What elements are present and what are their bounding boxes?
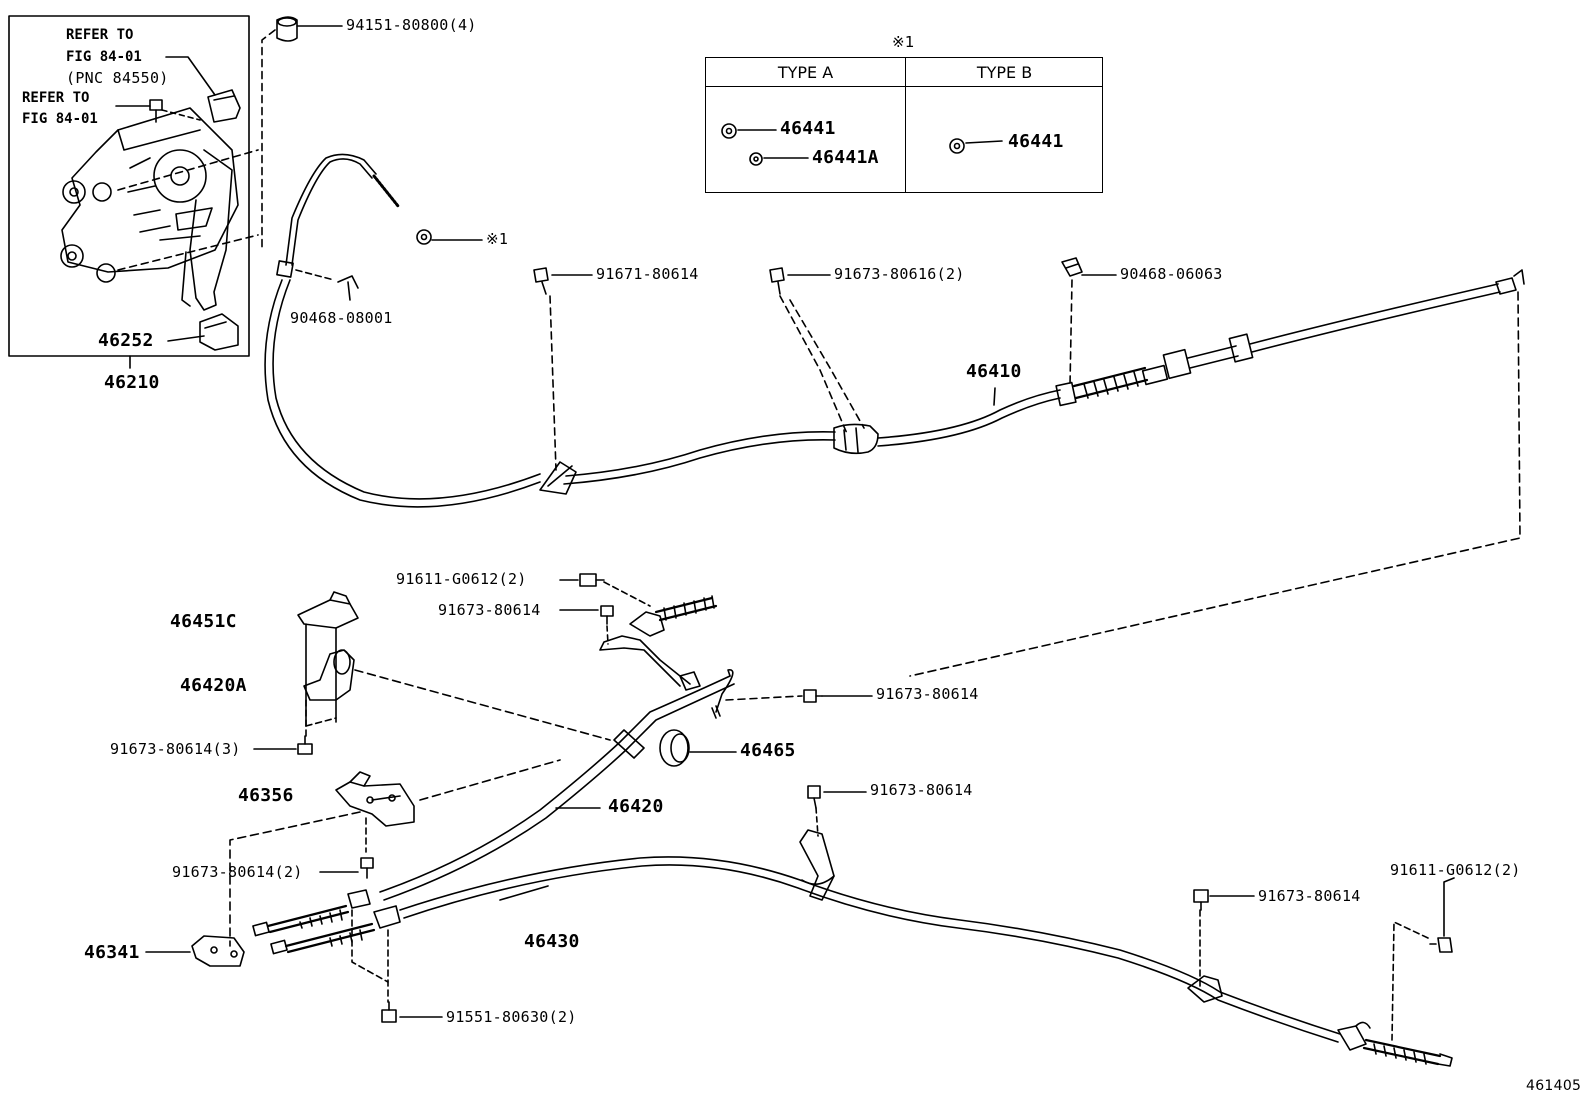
refer-note-2-line2: FIG 84-01 xyxy=(22,111,98,127)
mark1-label: ※1 xyxy=(486,230,509,248)
part-46420A-label: 46420A xyxy=(180,675,247,696)
bolt-91673-upper xyxy=(600,605,614,625)
bolt-91611-right xyxy=(1429,937,1453,953)
refer-note-1-line2: FIG 84-01 xyxy=(66,49,142,65)
table-col-b-header: TYPE B xyxy=(976,63,1033,82)
nut-46441-a xyxy=(721,123,737,139)
diagram-id: 461405 xyxy=(1526,1078,1582,1094)
inset-frame xyxy=(8,15,250,357)
part-90468-08001-label: 90468-08001 xyxy=(290,309,393,327)
part-46420-label: 46420 xyxy=(608,796,664,817)
bolt-91673-mid xyxy=(807,785,821,809)
nut-46441A xyxy=(749,152,763,166)
table-b-part1: 46441 xyxy=(1008,131,1064,152)
type-table: TYPE A TYPE B xyxy=(705,57,1103,193)
bolt-91611-top xyxy=(579,573,605,587)
bracket-46451C xyxy=(297,591,359,727)
part-91551-label: 91551-80630(2) xyxy=(446,1008,577,1026)
refer-note-1-line3: (PNC 84550) xyxy=(66,69,169,87)
part-91671-label: 91671-80614 xyxy=(596,265,699,283)
part-91673-side-label: 91673-80614 xyxy=(876,685,979,703)
table-divider xyxy=(905,58,906,192)
part-46210-label: 46210 xyxy=(104,372,160,393)
part-46410-label: 46410 xyxy=(966,361,1022,382)
table-a-part1: 46441 xyxy=(780,118,836,139)
bolt-91673-3 xyxy=(297,735,313,755)
table-marker: ※1 xyxy=(892,33,915,51)
part-91611-right-label: 91611-G0612(2) xyxy=(1390,861,1521,879)
rear-cable-46420 xyxy=(379,595,735,901)
part-46356-label: 46356 xyxy=(238,785,294,806)
part-90468-06063-label: 90468-06063 xyxy=(1120,265,1223,283)
part-91673-2-label: 91673-80614(2) xyxy=(172,863,303,881)
clamp-46420A xyxy=(303,649,355,701)
nut-mark1 xyxy=(416,229,432,245)
bolt-91673-right xyxy=(1193,889,1209,911)
part-46430-label: 46430 xyxy=(524,931,580,952)
bolt-91673-80616 xyxy=(769,267,785,295)
table-col-b: TYPE B xyxy=(906,58,1103,192)
parking-brake-pedal-assembly xyxy=(60,89,259,351)
part-46451C-label: 46451C xyxy=(170,611,237,632)
part-46465-label: 46465 xyxy=(740,740,796,761)
part-91673-upper-label: 91673-80614 xyxy=(438,601,541,619)
part-91673-80616-label: 91673-80616(2) xyxy=(834,265,965,283)
grommet-94151 xyxy=(276,16,298,42)
bolt-91673-2 xyxy=(360,857,374,879)
bolt-91673-side xyxy=(803,689,823,703)
table-a-part2: 46441A xyxy=(812,147,879,168)
table-col-a: TYPE A xyxy=(706,58,905,192)
nut-46441-b xyxy=(949,138,965,154)
bolt-91551 xyxy=(381,1001,397,1023)
cable-left-end-fittings xyxy=(252,889,401,955)
clip-90468-06063 xyxy=(1061,257,1083,277)
part-91673-3-label: 91673-80614(3) xyxy=(110,740,241,758)
bracket-46356 xyxy=(335,771,415,827)
ring-46465 xyxy=(659,729,690,767)
bracket-46341 xyxy=(191,935,245,967)
table-col-a-header: TYPE A xyxy=(777,63,834,82)
front-cable-46410 xyxy=(264,153,1525,508)
rear-cable-46430 xyxy=(399,829,1453,1067)
part-91673-right-label: 91673-80614 xyxy=(1258,887,1361,905)
part-94151-label: 94151-80800(4) xyxy=(346,16,477,34)
table-header-rule xyxy=(706,86,1102,87)
bolt-91671 xyxy=(533,267,549,295)
part-46252-label: 46252 xyxy=(98,330,154,351)
refer-note-2-line1: REFER TO xyxy=(22,90,90,106)
refer-note-1-line1: REFER TO xyxy=(66,27,134,43)
part-91611-top-label: 91611-G0612(2) xyxy=(396,570,527,588)
part-46341-label: 46341 xyxy=(84,942,140,963)
part-91673-mid-label: 91673-80614 xyxy=(870,781,973,799)
